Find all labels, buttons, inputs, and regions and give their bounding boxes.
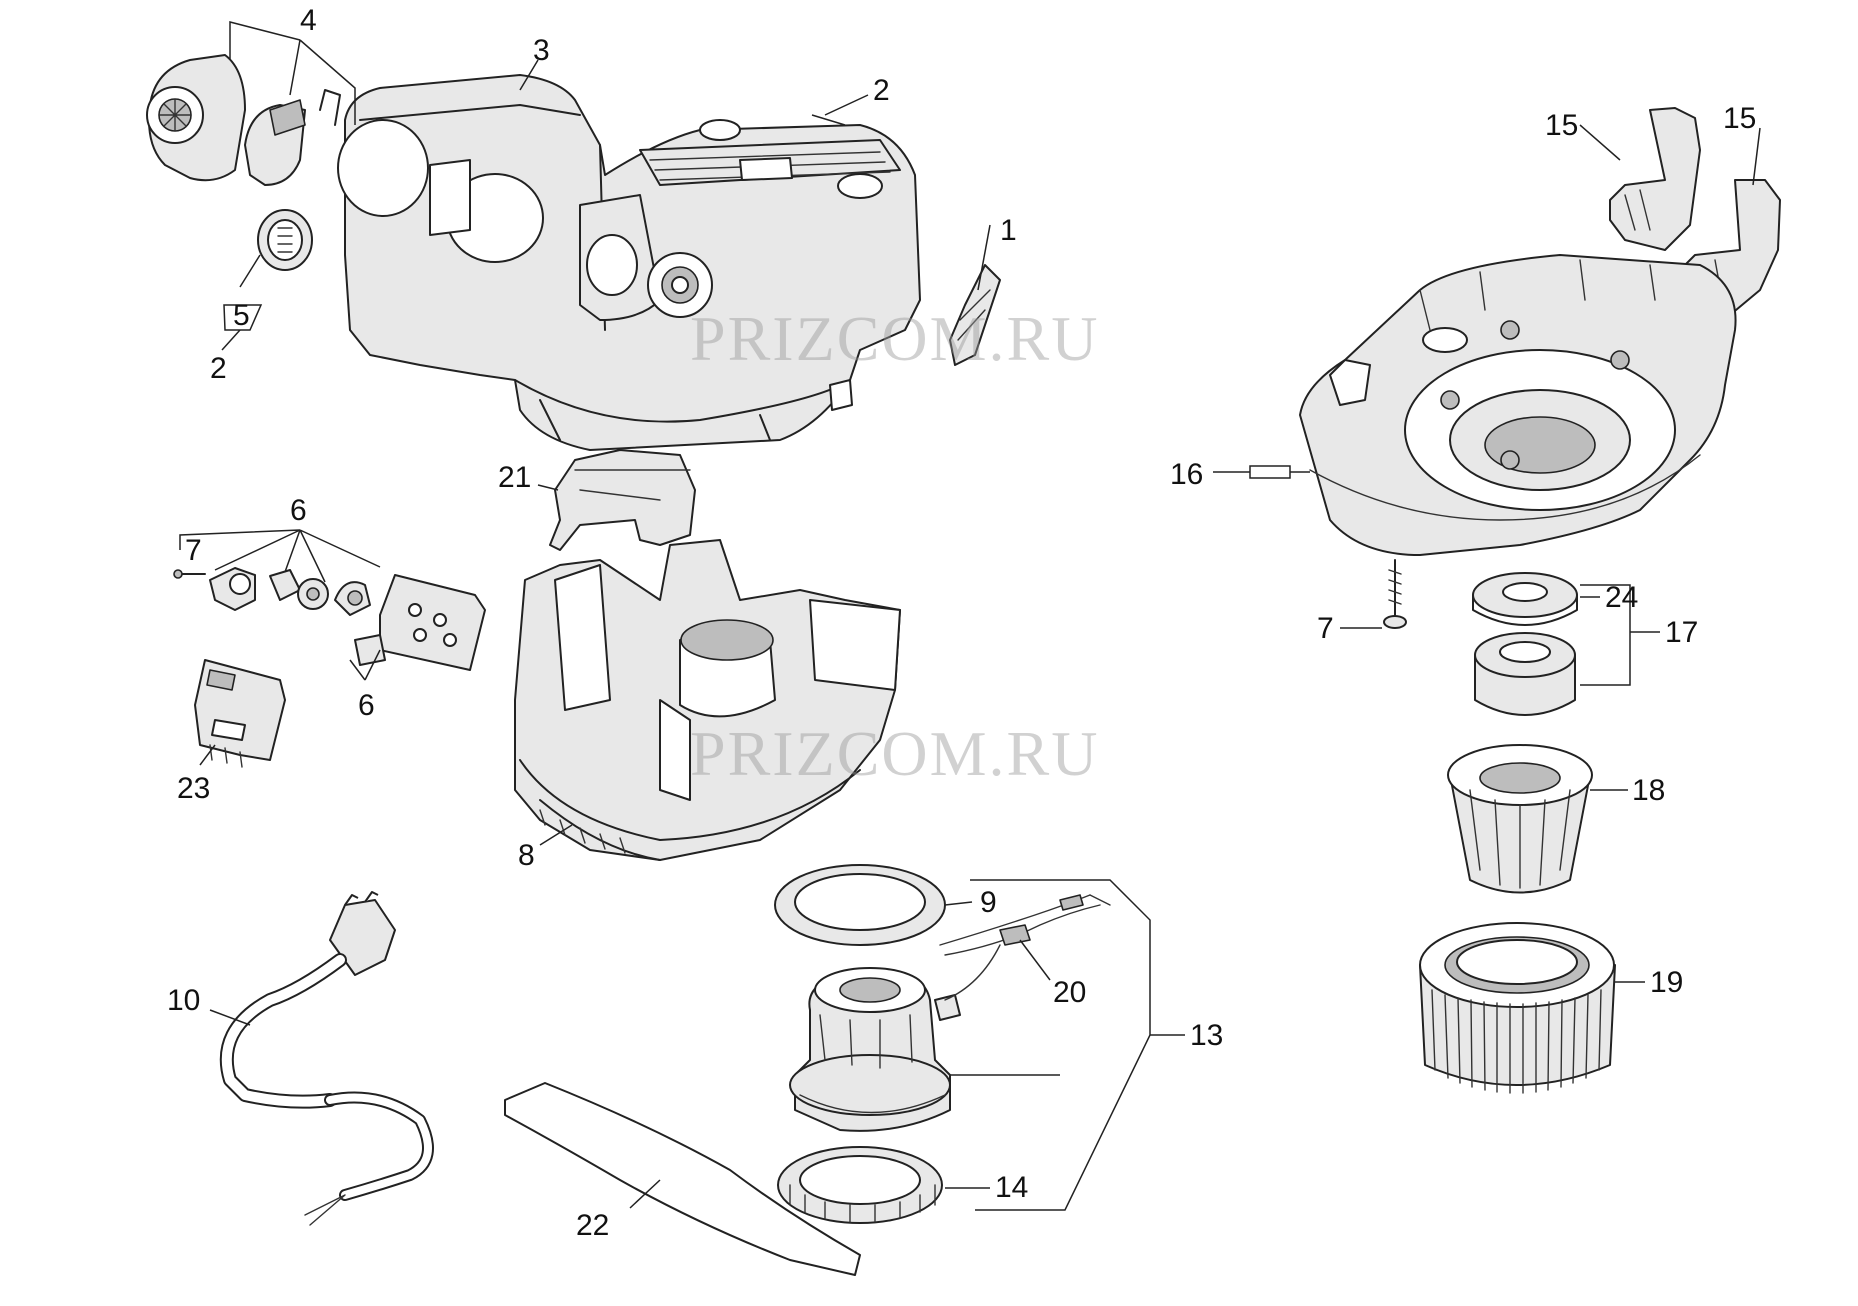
- gasket-part-9: [774, 864, 946, 946]
- foam-strip-part-22: [504, 1082, 861, 1276]
- callout-7-left: 7: [185, 534, 202, 567]
- callout-9: 9: [980, 886, 997, 919]
- callout-8: 8: [518, 839, 535, 872]
- power-cord-part-10: [219, 891, 434, 1226]
- callout-20: 20: [1053, 976, 1086, 1009]
- watermark-top: PRIZCOM.RU: [690, 303, 1099, 374]
- washer-part-24: [1472, 572, 1578, 626]
- callout-21: 21: [498, 461, 531, 494]
- seal-part-17: [1474, 632, 1576, 716]
- motor-housing-part-8: [514, 539, 901, 861]
- filter-cage-part-18: [1447, 744, 1593, 894]
- wiring-harness-part-20: [934, 894, 1111, 1021]
- callout-10: 10: [167, 984, 200, 1017]
- callout-7-right: 7: [1317, 612, 1334, 645]
- callout-15-left: 15: [1545, 109, 1578, 142]
- callout-13: 13: [1190, 1019, 1223, 1052]
- watermark-middle: PRIZCOM.RU: [690, 718, 1099, 789]
- cover-part-21: [549, 449, 696, 551]
- callout-1: 1: [1000, 214, 1017, 247]
- callout-23: 23: [177, 772, 210, 805]
- callout-4: 4: [300, 4, 317, 37]
- inlet-part-4: [146, 54, 341, 186]
- callout-labels: 1 2 2 3 4 5 6 6 7 7 8 9 10 13 14 15 15 1…: [167, 4, 1756, 1242]
- callout-6-bottom: 6: [358, 689, 375, 722]
- cartridge-filter-part-19: [1419, 922, 1616, 1094]
- callout-24: 24: [1605, 581, 1638, 614]
- callout-17: 17: [1665, 616, 1698, 649]
- callout-2-top: 2: [873, 74, 890, 107]
- callout-5: 5: [233, 299, 250, 332]
- callout-15-right: 15: [1723, 102, 1756, 135]
- leader-lines: [179, 21, 1761, 1211]
- screw-part-7: [1383, 559, 1407, 629]
- callout-18: 18: [1632, 774, 1665, 807]
- callout-14: 14: [995, 1171, 1028, 1204]
- top-housing-part-3: [337, 74, 921, 451]
- switch-assembly-part-6: [173, 567, 486, 671]
- ring-part-14: [777, 1146, 943, 1224]
- callout-2-left: 2: [210, 352, 227, 385]
- callout-3: 3: [533, 34, 550, 67]
- filter-housing-part-16: [1299, 254, 1737, 556]
- knob-part-5: [257, 209, 313, 271]
- clip-part-1: [949, 264, 1001, 366]
- callout-16: 16: [1170, 458, 1203, 491]
- callout-22: 22: [576, 1209, 609, 1242]
- callout-19: 19: [1650, 966, 1683, 999]
- motor-part-13: [789, 967, 951, 1132]
- callout-6-top: 6: [290, 494, 307, 527]
- circuit-board-part-23: [194, 659, 286, 768]
